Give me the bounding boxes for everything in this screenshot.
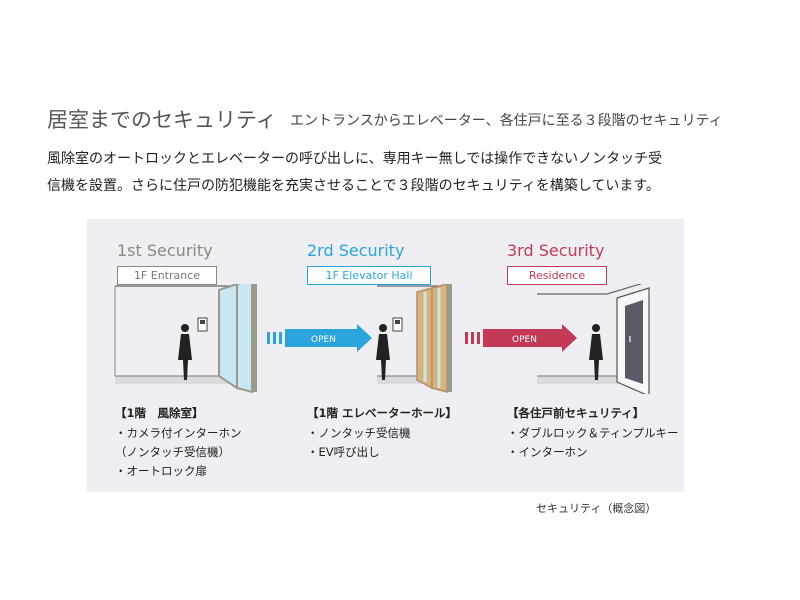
section-1-item: （ノンタッチ受信機） bbox=[115, 445, 230, 459]
elevator-hall-scene bbox=[376, 284, 452, 393]
section-1-location: 1F Entrance bbox=[117, 266, 217, 285]
section-3-heading: 【各住戸前セキュリティ】 bbox=[507, 406, 645, 420]
page-subtitle: エントランスからエレベーター、各住戸に至る３段階のセキュリティ bbox=[290, 113, 723, 129]
lead-line-1: 風除室のオートロックとエレベーターの呼び出しに、専用キー無しでは操作できないノン… bbox=[47, 151, 663, 167]
entrance-scene bbox=[114, 284, 257, 394]
open-arrow-2: OPEN bbox=[465, 324, 577, 352]
diagram-caption: セキュリティ（概念図） bbox=[536, 502, 657, 515]
page-title: 居室までのセキュリティ bbox=[47, 108, 277, 132]
section-1-item: ・オートロック扉 bbox=[115, 464, 207, 478]
resident-figure-icon bbox=[376, 324, 390, 380]
resident-figure-icon bbox=[589, 324, 603, 380]
open-arrow-2-label: OPEN bbox=[512, 335, 537, 345]
residence-scene bbox=[537, 284, 650, 394]
section-2-item: ・EV呼び出し bbox=[307, 445, 380, 459]
section-2-title: 2rd Security bbox=[307, 241, 405, 260]
section-1-title: 1st Security bbox=[117, 241, 213, 260]
section-2-item: ・ノンタッチ受信機 bbox=[307, 426, 411, 440]
section-1-item: ・カメラ付インターホン bbox=[115, 426, 242, 440]
section-2-location: 1F Elevator Hall bbox=[307, 266, 431, 285]
section-3-item: ・ダブルロック＆ティンプルキー bbox=[507, 426, 679, 440]
open-arrow-1: OPEN bbox=[267, 324, 372, 352]
section-3-title: 3rd Security bbox=[507, 241, 605, 260]
section-3-item: ・インターホン bbox=[507, 445, 588, 459]
section-3-location: Residence bbox=[507, 266, 607, 285]
resident-figure-icon bbox=[178, 324, 192, 380]
lead-line-2: 信機を設置。さらに住戸の防犯機能を充実させることで３段階のセキュリティを構築して… bbox=[47, 178, 660, 194]
section-1-heading: 【1階 風除室】 bbox=[115, 406, 204, 420]
security-scene-illustration: OPEN OPEN bbox=[114, 284, 650, 394]
open-arrow-1-label: OPEN bbox=[311, 335, 336, 345]
section-2-heading: 【1階 エレベーターホール】 bbox=[307, 406, 458, 420]
